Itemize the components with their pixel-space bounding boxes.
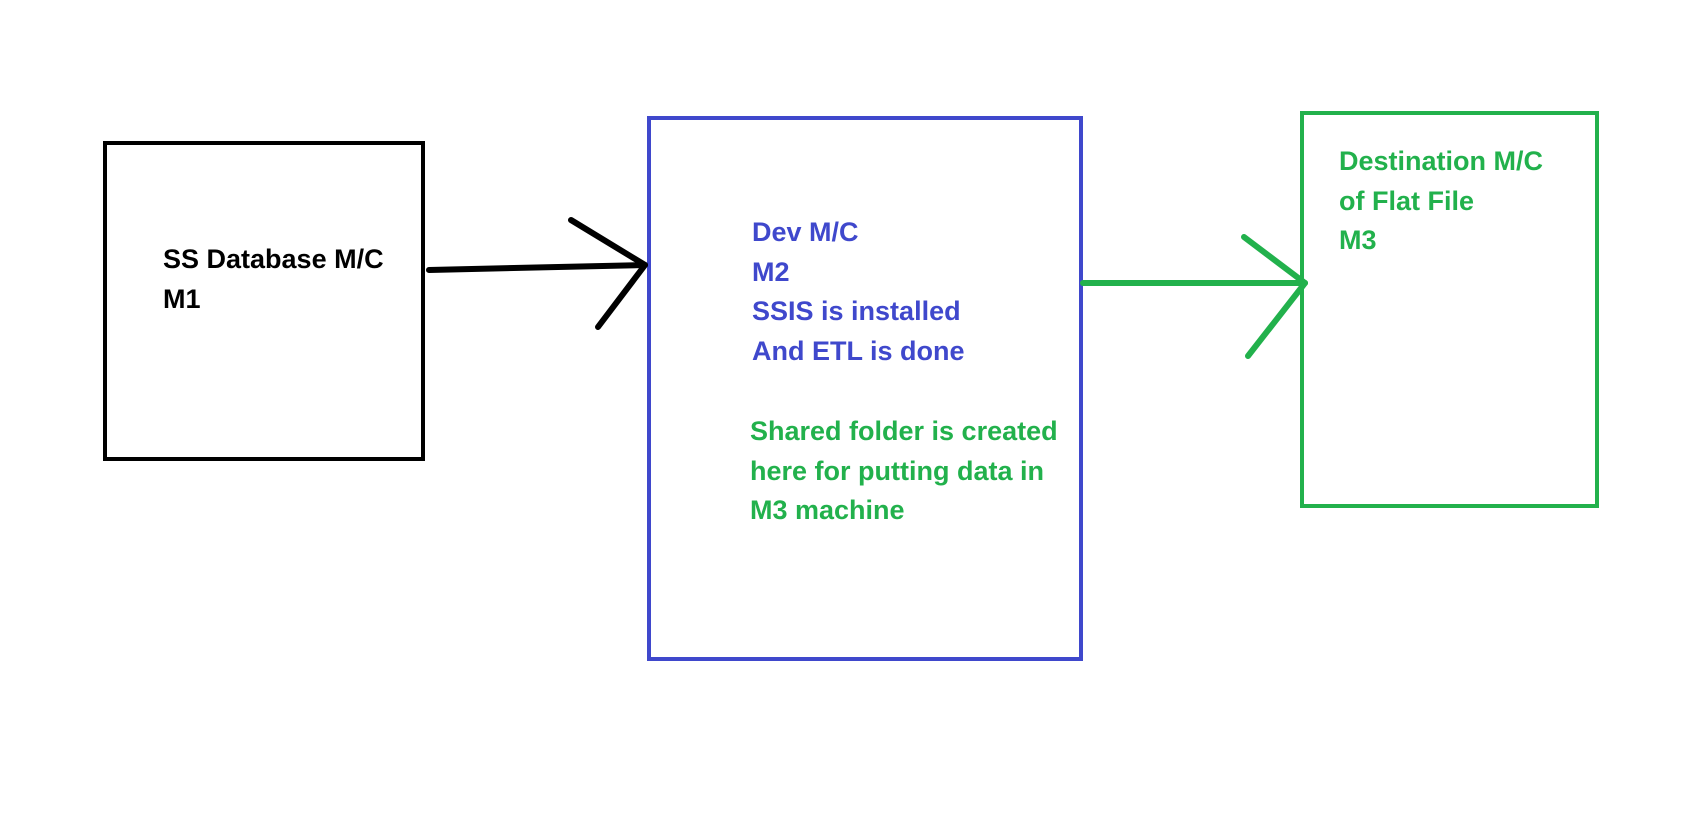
- arrow-m1-to-m2: [426, 217, 648, 330]
- node-m2-line-2: M2: [752, 256, 790, 287]
- arrow-m2-to-m3-head-lower: [1245, 280, 1308, 359]
- arrow-m1-to-m2-head-upper: [568, 217, 648, 268]
- arrow-m1-to-m2-shaft: [426, 262, 648, 273]
- node-m3-line-1: Destination M/C: [1339, 146, 1544, 176]
- arrow-m2-to-m3: [1080, 234, 1308, 359]
- node-m2-note-line-3: M3 machine: [750, 495, 905, 525]
- node-m2-line-1: Dev M/C: [752, 217, 859, 247]
- node-m3-label: Destination M/C of Flat File M3: [1339, 142, 1543, 261]
- node-m1-label: SS Database M/C M1: [163, 240, 384, 319]
- node-m1-line-1: SS Database M/C: [163, 244, 384, 274]
- node-m2-note-line-2: here for putting data in: [750, 455, 1044, 486]
- node-m3-line-2: of Flat File: [1339, 185, 1474, 216]
- node-m2-line-3: SSIS is installed: [752, 296, 961, 326]
- node-m1-box: [103, 141, 425, 461]
- node-m2-box: [647, 116, 1083, 661]
- node-m2-line-4: And ETL is done: [752, 335, 965, 366]
- node-m2-note: Shared folder is created here for puttin…: [750, 412, 1058, 531]
- arrow-m2-to-m3-head-upper: [1241, 234, 1308, 286]
- node-m1-line-2: M1: [163, 283, 201, 314]
- arrow-m1-to-m2-head-lower: [595, 262, 648, 330]
- node-m2-note-line-1: Shared folder is created: [750, 416, 1058, 446]
- node-m3-line-3: M3: [1339, 225, 1377, 255]
- node-m2-label: Dev M/C M2 SSIS is installed And ETL is …: [752, 213, 965, 371]
